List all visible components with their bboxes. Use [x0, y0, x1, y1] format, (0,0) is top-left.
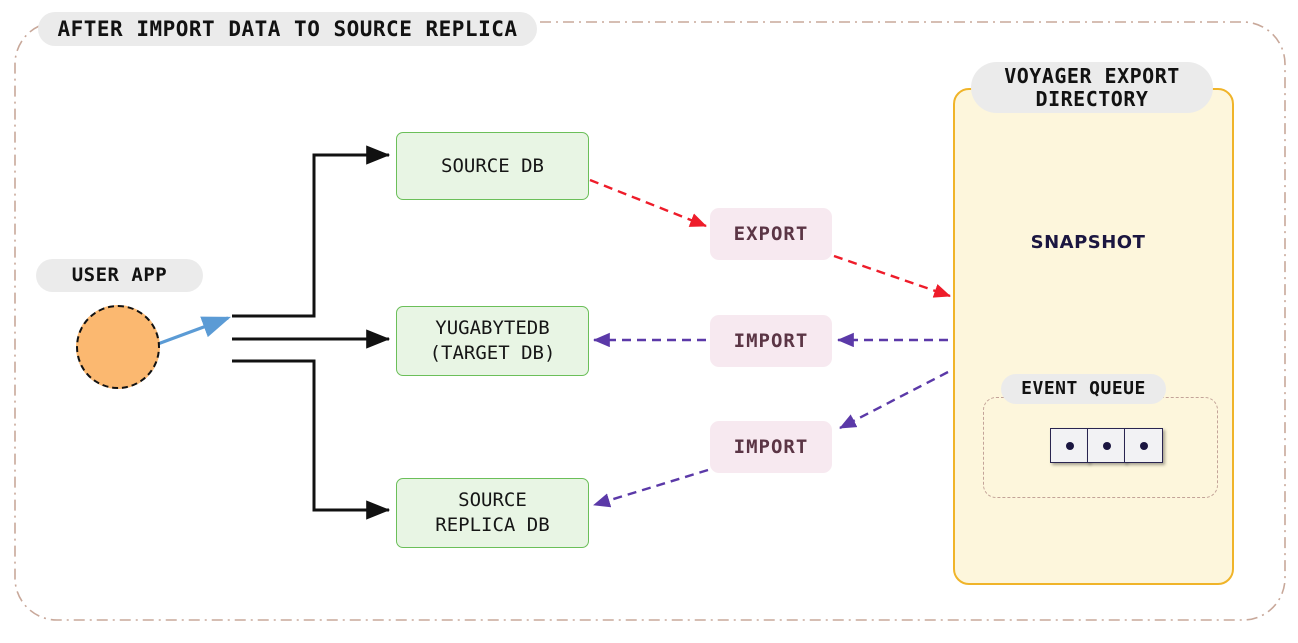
page-title: AFTER IMPORT DATA TO SOURCE REPLICA [38, 12, 537, 46]
event-queue-cell [1124, 428, 1163, 463]
bus-to-source-replica-db [232, 359, 391, 520]
voyager-export-directory-title-text: VOYAGER EXPORT DIRECTORY [1004, 63, 1180, 111]
node-source-replica-db[interactable]: SOURCE REPLICA DB [396, 478, 589, 548]
import-replica-arrow-segment-2 [593, 468, 709, 508]
edge-label-import-target[interactable]: IMPORT [710, 315, 832, 367]
node-source-db[interactable]: SOURCE DB [396, 132, 589, 200]
user-app-title: USER APP [36, 259, 203, 292]
node-yugabytedb-target-db[interactable]: YUGABYTEDB (TARGET DB) [396, 306, 589, 376]
export-arrow-segment-2 [833, 254, 951, 298]
event-dot-icon [1102, 441, 1111, 450]
snapshot-label: SNAPSHOT [1030, 232, 1146, 253]
event-queue-title: EVENT QUEUE [1001, 374, 1166, 404]
voyager-export-directory-panel [953, 88, 1234, 585]
event-queue-cell [1050, 428, 1089, 463]
event-queue-title-text: EVENT QUEUE [1021, 377, 1146, 399]
export-arrow-segment-1 [589, 178, 707, 228]
voyager-export-directory-title: VOYAGER EXPORT DIRECTORY [971, 62, 1213, 113]
event-dot-icon [1065, 441, 1074, 450]
user-app-title-text: USER APP [71, 263, 168, 286]
user-app-avatar[interactable] [76, 305, 160, 389]
event-dot-icon [1139, 441, 1148, 450]
import-replica-arrow-segment-1 [839, 370, 949, 430]
edge-label-import-replica[interactable]: IMPORT [710, 421, 832, 473]
page-title-text: AFTER IMPORT DATA TO SOURCE REPLICA [57, 16, 518, 41]
edge-label-export[interactable]: EXPORT [710, 208, 832, 260]
user-app-arrow [154, 316, 232, 347]
event-queue-cell [1087, 428, 1126, 463]
bus-to-source-db [232, 145, 391, 318]
